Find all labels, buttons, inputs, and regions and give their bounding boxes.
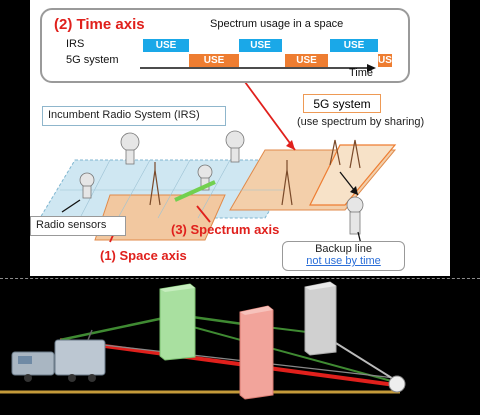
backup-line-title: Backup line xyxy=(315,243,372,255)
irs-use-slot-2: USE xyxy=(239,39,282,52)
backup-line-note: not use by time xyxy=(306,255,381,267)
time-axis-subtitle: Spectrum usage in a space xyxy=(210,18,344,30)
g5-use-slot-2: USE xyxy=(285,54,328,67)
g5-area-edge xyxy=(309,144,397,206)
block-green xyxy=(159,283,196,361)
g5-use-slot-1: USE xyxy=(189,54,239,67)
row-label-irs: IRS xyxy=(66,38,85,50)
g5-label: 5G system xyxy=(303,94,381,113)
radio-sensors-label: Radio sensors xyxy=(30,216,126,236)
section-divider xyxy=(0,278,480,279)
g5-sublabel: (use spectrum by sharing) xyxy=(297,116,425,128)
irs-use-slot-3: USE xyxy=(330,39,378,52)
space-axis-label: (1) Space axis xyxy=(100,248,187,263)
irs-use-slot-1: USE xyxy=(143,39,189,52)
block-gray xyxy=(304,281,337,356)
row-label-5g: 5G system xyxy=(66,54,119,66)
spectrum-axis-label: (3) Spectrum axis xyxy=(171,222,280,237)
time-axis-label: Time xyxy=(349,67,374,79)
backup-line-box: Backup line not use by time xyxy=(282,241,405,271)
block-pink xyxy=(239,305,274,400)
irs-label: Incumbent Radio System (IRS) xyxy=(42,106,226,126)
time-axis-title: (2) Time axis xyxy=(54,16,145,33)
truck xyxy=(11,329,106,382)
g5-use-slot-3: USE xyxy=(378,54,399,67)
